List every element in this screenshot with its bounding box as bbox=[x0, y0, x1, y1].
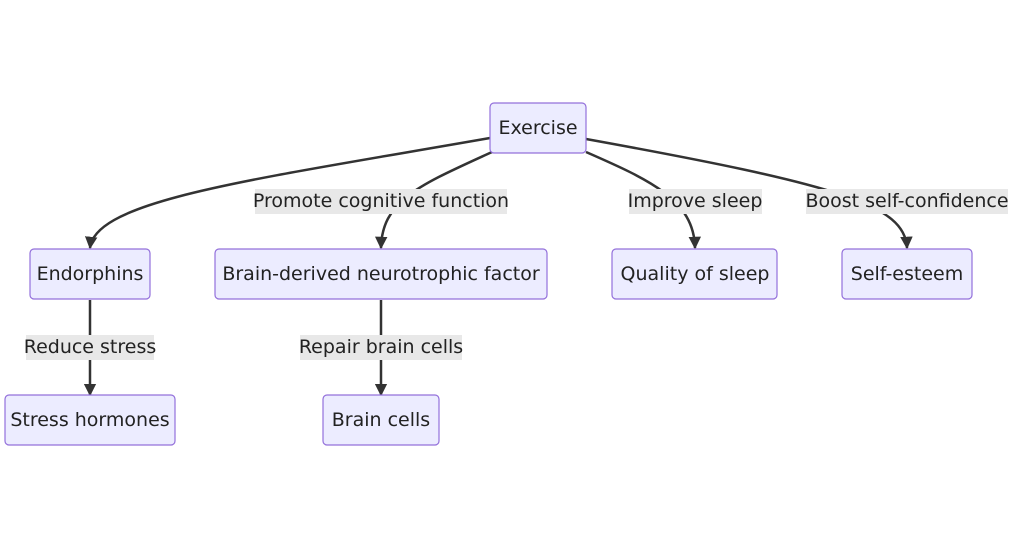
svg-text:Promote cognitive function: Promote cognitive function bbox=[253, 190, 509, 212]
node-exercise: Exercise bbox=[489, 102, 587, 154]
edge-label-improve-sleep: Improve sleep bbox=[628, 189, 763, 214]
svg-text:Exercise: Exercise bbox=[498, 117, 577, 139]
svg-text:Endorphins: Endorphins bbox=[37, 263, 144, 285]
node-endorphins: Endorphins bbox=[29, 248, 151, 300]
edge-label-boost-self-confidence: Boost self-confidence bbox=[805, 189, 1009, 214]
svg-text:Repair brain cells: Repair brain cells bbox=[299, 336, 463, 358]
edge-exercise-endorphins bbox=[84, 136, 491, 250]
node-self-esteem: Self-esteem bbox=[841, 248, 973, 300]
svg-text:Reduce stress: Reduce stress bbox=[24, 336, 157, 358]
svg-text:Brain-derived neurotrophic fac: Brain-derived neurotrophic factor bbox=[222, 263, 540, 285]
svg-text:Boost self-confidence: Boost self-confidence bbox=[805, 190, 1008, 212]
node-brain-cells: Brain cells bbox=[322, 394, 440, 446]
edge-label-repair-brain-cells: Repair brain cells bbox=[299, 335, 463, 360]
node-quality-of-sleep: Quality of sleep bbox=[611, 248, 778, 300]
node-stress-hormones: Stress hormones bbox=[4, 394, 176, 446]
edge-label-reduce-stress: Reduce stress bbox=[24, 335, 157, 360]
svg-text:Improve sleep: Improve sleep bbox=[628, 190, 763, 212]
svg-text:Stress hormones: Stress hormones bbox=[10, 409, 169, 431]
edge-label-promote-cognitive-function: Promote cognitive function bbox=[253, 189, 509, 214]
svg-text:Self-esteem: Self-esteem bbox=[851, 263, 963, 285]
node-brain-derived-neurotrophic-factor: Brain-derived neurotrophic factor bbox=[214, 248, 548, 300]
svg-text:Quality of sleep: Quality of sleep bbox=[621, 263, 770, 285]
svg-text:Brain cells: Brain cells bbox=[332, 409, 430, 431]
